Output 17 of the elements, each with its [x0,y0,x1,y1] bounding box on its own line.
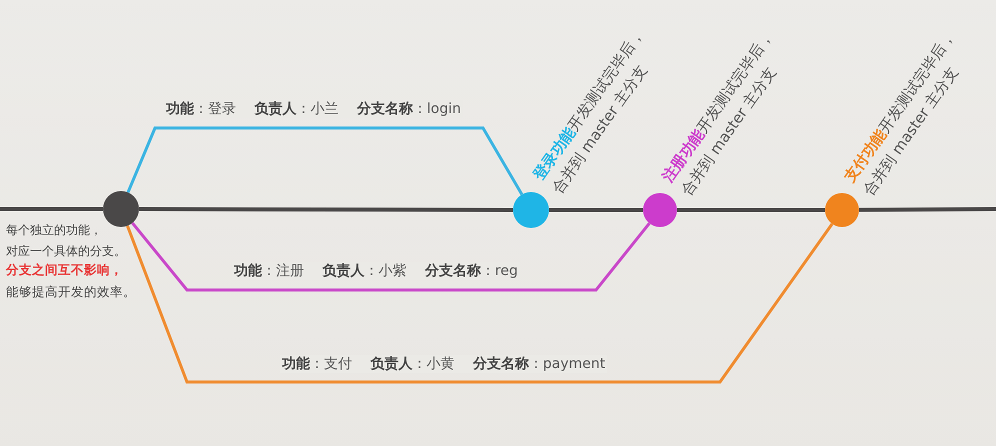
merge-point-circle [513,192,549,228]
merge-point-circle [643,193,677,227]
note-text: 分支之间互不影响， [6,262,123,279]
edge-label: 功能：支付 负责人：小黄 分支名称：payment [280,355,608,373]
main-line [677,208,825,212]
main-line [0,207,103,211]
branch-point-circle [103,191,139,227]
branch-line [126,223,834,384]
main-line [858,207,996,212]
branch-line [131,222,651,292]
note-text: 每个独立的功能，对应一个具体的分支。 [6,222,124,260]
merge-point-circle [825,193,859,227]
note-text: 能够提高开发的效率。 [6,284,136,301]
main-line [549,208,643,212]
edge-label: 功能：注册 负责人：小紫 分支名称：reg [232,262,520,280]
main-line [139,207,513,212]
branch-line [126,126,524,196]
